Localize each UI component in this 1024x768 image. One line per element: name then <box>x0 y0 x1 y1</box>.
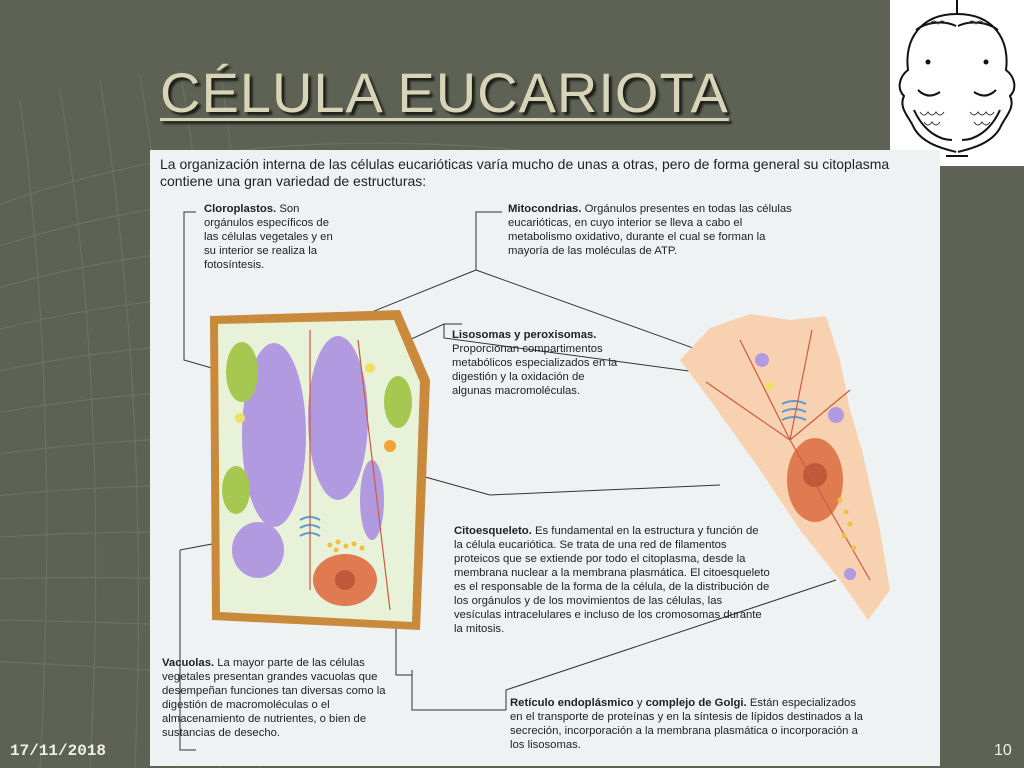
plant-cell <box>210 310 430 630</box>
callout-term: Mitocondrias. <box>508 203 582 215</box>
callout-term: Citoesqueleto. <box>454 525 532 537</box>
callout-text: Proporcionan compartimentos metabólicos … <box>452 343 618 397</box>
callout-mitocondrias: Mitocondrias. Orgánulos presentes en tod… <box>508 202 808 258</box>
slide-title: CÉLULA EUCARIOTA <box>160 61 729 124</box>
callout-text: Orgánulos presentes en todas las células… <box>508 203 792 257</box>
cell-figure-panel: La organización interna de las células e… <box>150 150 940 766</box>
callout-text: Están especializados en el transporte de… <box>510 697 863 751</box>
callout-term: Cloroplastos. <box>204 203 277 215</box>
callout-term: Vacuolas. <box>162 657 215 669</box>
callout-reticulo: Retículo endoplásmico y complejo de Golg… <box>510 696 870 752</box>
callout-cloroplastos: Cloroplastos. Son orgánulos específicos … <box>204 202 344 272</box>
callout-lisosomas: Lisosomas y peroxisomas. Proporcionan co… <box>452 328 622 398</box>
janus-head-icon <box>898 0 1016 157</box>
cell-illustration <box>179 211 890 751</box>
callout-citoesqueleto: Citoesqueleto. Es fundamental en la estr… <box>454 524 770 636</box>
callout-text: Es fundamental en la estructura y funció… <box>454 525 770 635</box>
slide-date: 17/11/2018 <box>10 742 107 760</box>
slide-page-number: 10 <box>994 742 1012 759</box>
callout-term: Retículo endoplásmico <box>510 697 634 709</box>
callout-connector: y <box>636 697 643 709</box>
callout-text: La mayor parte de las células vegetales … <box>162 657 386 739</box>
callout-term-2: complejo de Golgi. <box>645 697 747 709</box>
callout-term: Lisosomas y peroxisomas. <box>452 329 597 341</box>
figure-intro: La organización interna de las células e… <box>160 156 890 189</box>
callout-vacuolas: Vacuolas. La mayor parte de las células … <box>162 656 386 740</box>
callout-text: Son orgánulos específicos de las células… <box>204 203 333 271</box>
janus-head-logo <box>890 0 1024 166</box>
animal-cell <box>680 314 890 620</box>
